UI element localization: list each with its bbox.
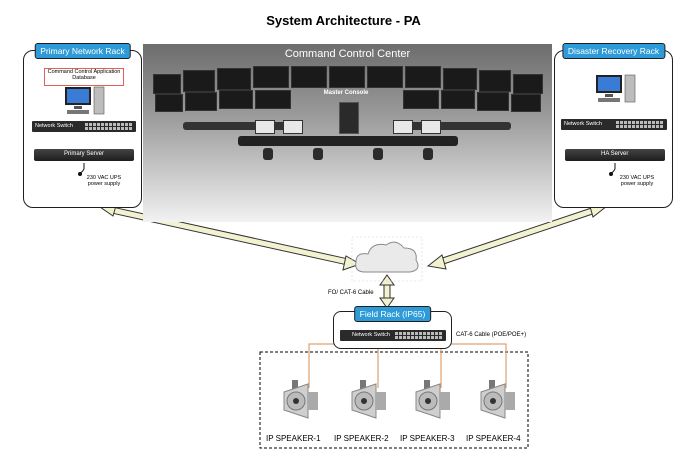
server-label: Primary Server xyxy=(64,151,105,157)
switch-label: Network Switch xyxy=(564,121,602,127)
speaker-icon xyxy=(346,378,390,422)
primary-server: Primary Server xyxy=(34,149,134,161)
ha-server: HA Server xyxy=(565,149,665,161)
page-title: System Architecture - PA xyxy=(266,13,421,28)
database-label: Command Control Application Database xyxy=(44,68,124,86)
field-rack-header: Field Rack (IP65) xyxy=(353,306,432,322)
speaker-3-label: IP SPEAKER-3 xyxy=(400,434,455,443)
speaker-icon xyxy=(278,378,322,422)
master-console-label: Master Console xyxy=(323,90,369,96)
poe-cable-label: CAT-6 Cable (POE/POE+) xyxy=(456,332,527,338)
ups-icon xyxy=(609,163,616,176)
ups-icon xyxy=(78,163,85,176)
field-rack: Field Rack (IP65) Network Switch xyxy=(333,306,452,349)
server-label: HA Server xyxy=(601,151,629,157)
primary-network-rack: Primary Network Rack Command Control App… xyxy=(23,43,142,208)
primary-rack-header: Primary Network Rack xyxy=(34,43,131,59)
speaker-1-label: IP SPEAKER-1 xyxy=(266,434,321,443)
switch-label: Network Switch xyxy=(35,123,73,129)
disaster-recovery-rack: Disaster Recovery Rack Network Switch HA… xyxy=(554,43,673,208)
dr-rack-header: Disaster Recovery Rack xyxy=(561,43,666,59)
computer-icon xyxy=(65,86,105,115)
command-control-center: Command Control Center Master Console xyxy=(143,44,552,222)
speaker-icon xyxy=(475,378,519,422)
ups-label: 230 VAC UPS power supply xyxy=(86,175,122,187)
network-switch: Network Switch xyxy=(561,119,667,130)
speaker-4-label: IP SPEAKER-4 xyxy=(466,434,521,443)
double-arrow-icon xyxy=(379,274,395,309)
computer-icon xyxy=(596,74,636,103)
switch-label: Network Switch xyxy=(352,332,390,338)
ups-label: 230 VAC UPS power supply xyxy=(619,175,655,187)
ccc-label: Command Control Center xyxy=(284,48,411,60)
fo-cable-label: FO/ CAT-6 Cable xyxy=(328,290,374,296)
network-switch: Network Switch xyxy=(340,330,446,341)
network-switch: Network Switch xyxy=(32,121,136,132)
cloud-icon xyxy=(351,236,423,282)
speaker-zone xyxy=(259,351,529,449)
speaker-icon xyxy=(410,378,454,422)
speaker-2-label: IP SPEAKER-2 xyxy=(334,434,389,443)
